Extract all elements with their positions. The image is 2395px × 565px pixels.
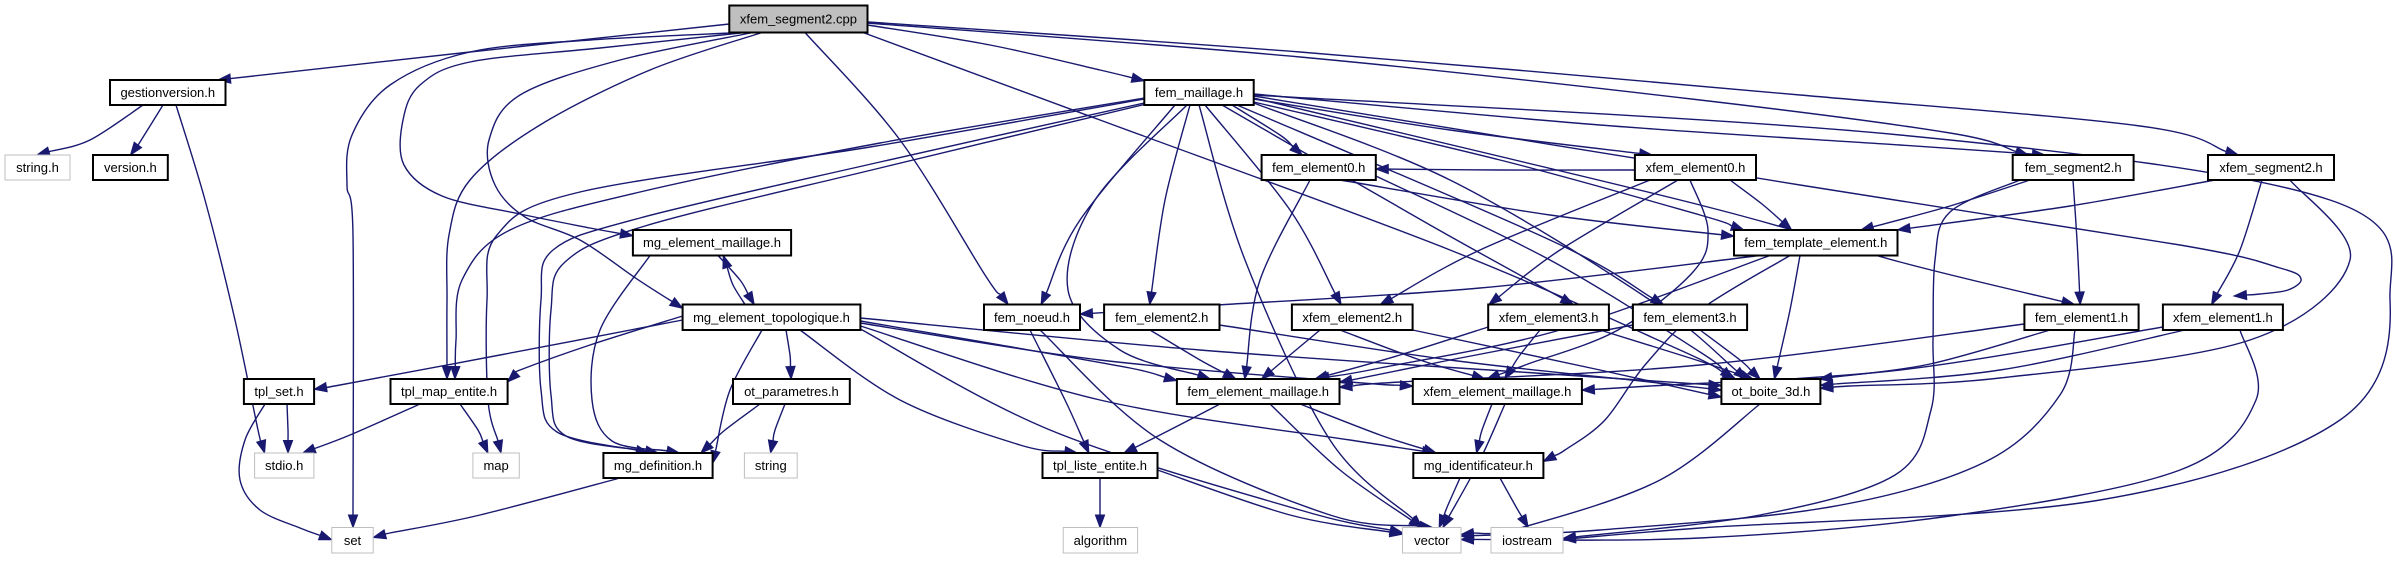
- svg-text:fem_segment2.h: fem_segment2.h: [2025, 160, 2122, 175]
- svg-text:mg_element_maillage.h: mg_element_maillage.h: [643, 235, 781, 250]
- svg-text:fem_noeud.h: fem_noeud.h: [994, 310, 1070, 325]
- svg-text:xfem_element0.h: xfem_element0.h: [1646, 160, 1746, 175]
- svg-text:ot_boite_3d.h: ot_boite_3d.h: [1732, 384, 1811, 399]
- svg-text:fem_element3.h: fem_element3.h: [1643, 310, 1736, 325]
- svg-text:ot_parametres.h: ot_parametres.h: [744, 384, 839, 399]
- svg-text:fem_maillage.h: fem_maillage.h: [1155, 85, 1243, 100]
- svg-text:mg_identificateur.h: mg_identificateur.h: [1424, 458, 1533, 473]
- svg-text:string: string: [755, 458, 787, 473]
- svg-text:fem_element0.h: fem_element0.h: [1272, 160, 1365, 175]
- svg-text:version.h: version.h: [104, 160, 157, 175]
- svg-text:xfem_element1.h: xfem_element1.h: [2173, 310, 2273, 325]
- svg-text:fem_element2.h: fem_element2.h: [1115, 310, 1208, 325]
- svg-text:xfem_element2.h: xfem_element2.h: [1302, 310, 1402, 325]
- svg-text:fem_element1.h: fem_element1.h: [2035, 310, 2128, 325]
- svg-text:vector: vector: [1414, 533, 1450, 548]
- svg-text:xfem_segment2.cpp: xfem_segment2.cpp: [740, 12, 857, 27]
- svg-text:tpl_set.h: tpl_set.h: [254, 384, 303, 399]
- svg-text:iostream: iostream: [1502, 533, 1552, 548]
- svg-text:gestionversion.h: gestionversion.h: [120, 85, 215, 100]
- svg-text:string.h: string.h: [16, 160, 59, 175]
- svg-text:fem_template_element.h: fem_template_element.h: [1744, 235, 1887, 250]
- svg-text:stdio.h: stdio.h: [265, 458, 303, 473]
- svg-text:fem_element_maillage.h: fem_element_maillage.h: [1187, 384, 1329, 399]
- svg-text:mg_definition.h: mg_definition.h: [614, 458, 702, 473]
- svg-text:mg_element_topologique.h: mg_element_topologique.h: [693, 310, 850, 325]
- svg-text:tpl_liste_entite.h: tpl_liste_entite.h: [1053, 458, 1147, 473]
- svg-text:xfem_element3.h: xfem_element3.h: [1499, 310, 1599, 325]
- svg-text:xfem_element_maillage.h: xfem_element_maillage.h: [1423, 384, 1571, 399]
- svg-text:algorithm: algorithm: [1074, 533, 1127, 548]
- svg-text:tpl_map_entite.h: tpl_map_entite.h: [401, 384, 497, 399]
- svg-text:map: map: [483, 458, 508, 473]
- svg-text:xfem_segment2.h: xfem_segment2.h: [2219, 160, 2322, 175]
- svg-text:set: set: [344, 533, 362, 548]
